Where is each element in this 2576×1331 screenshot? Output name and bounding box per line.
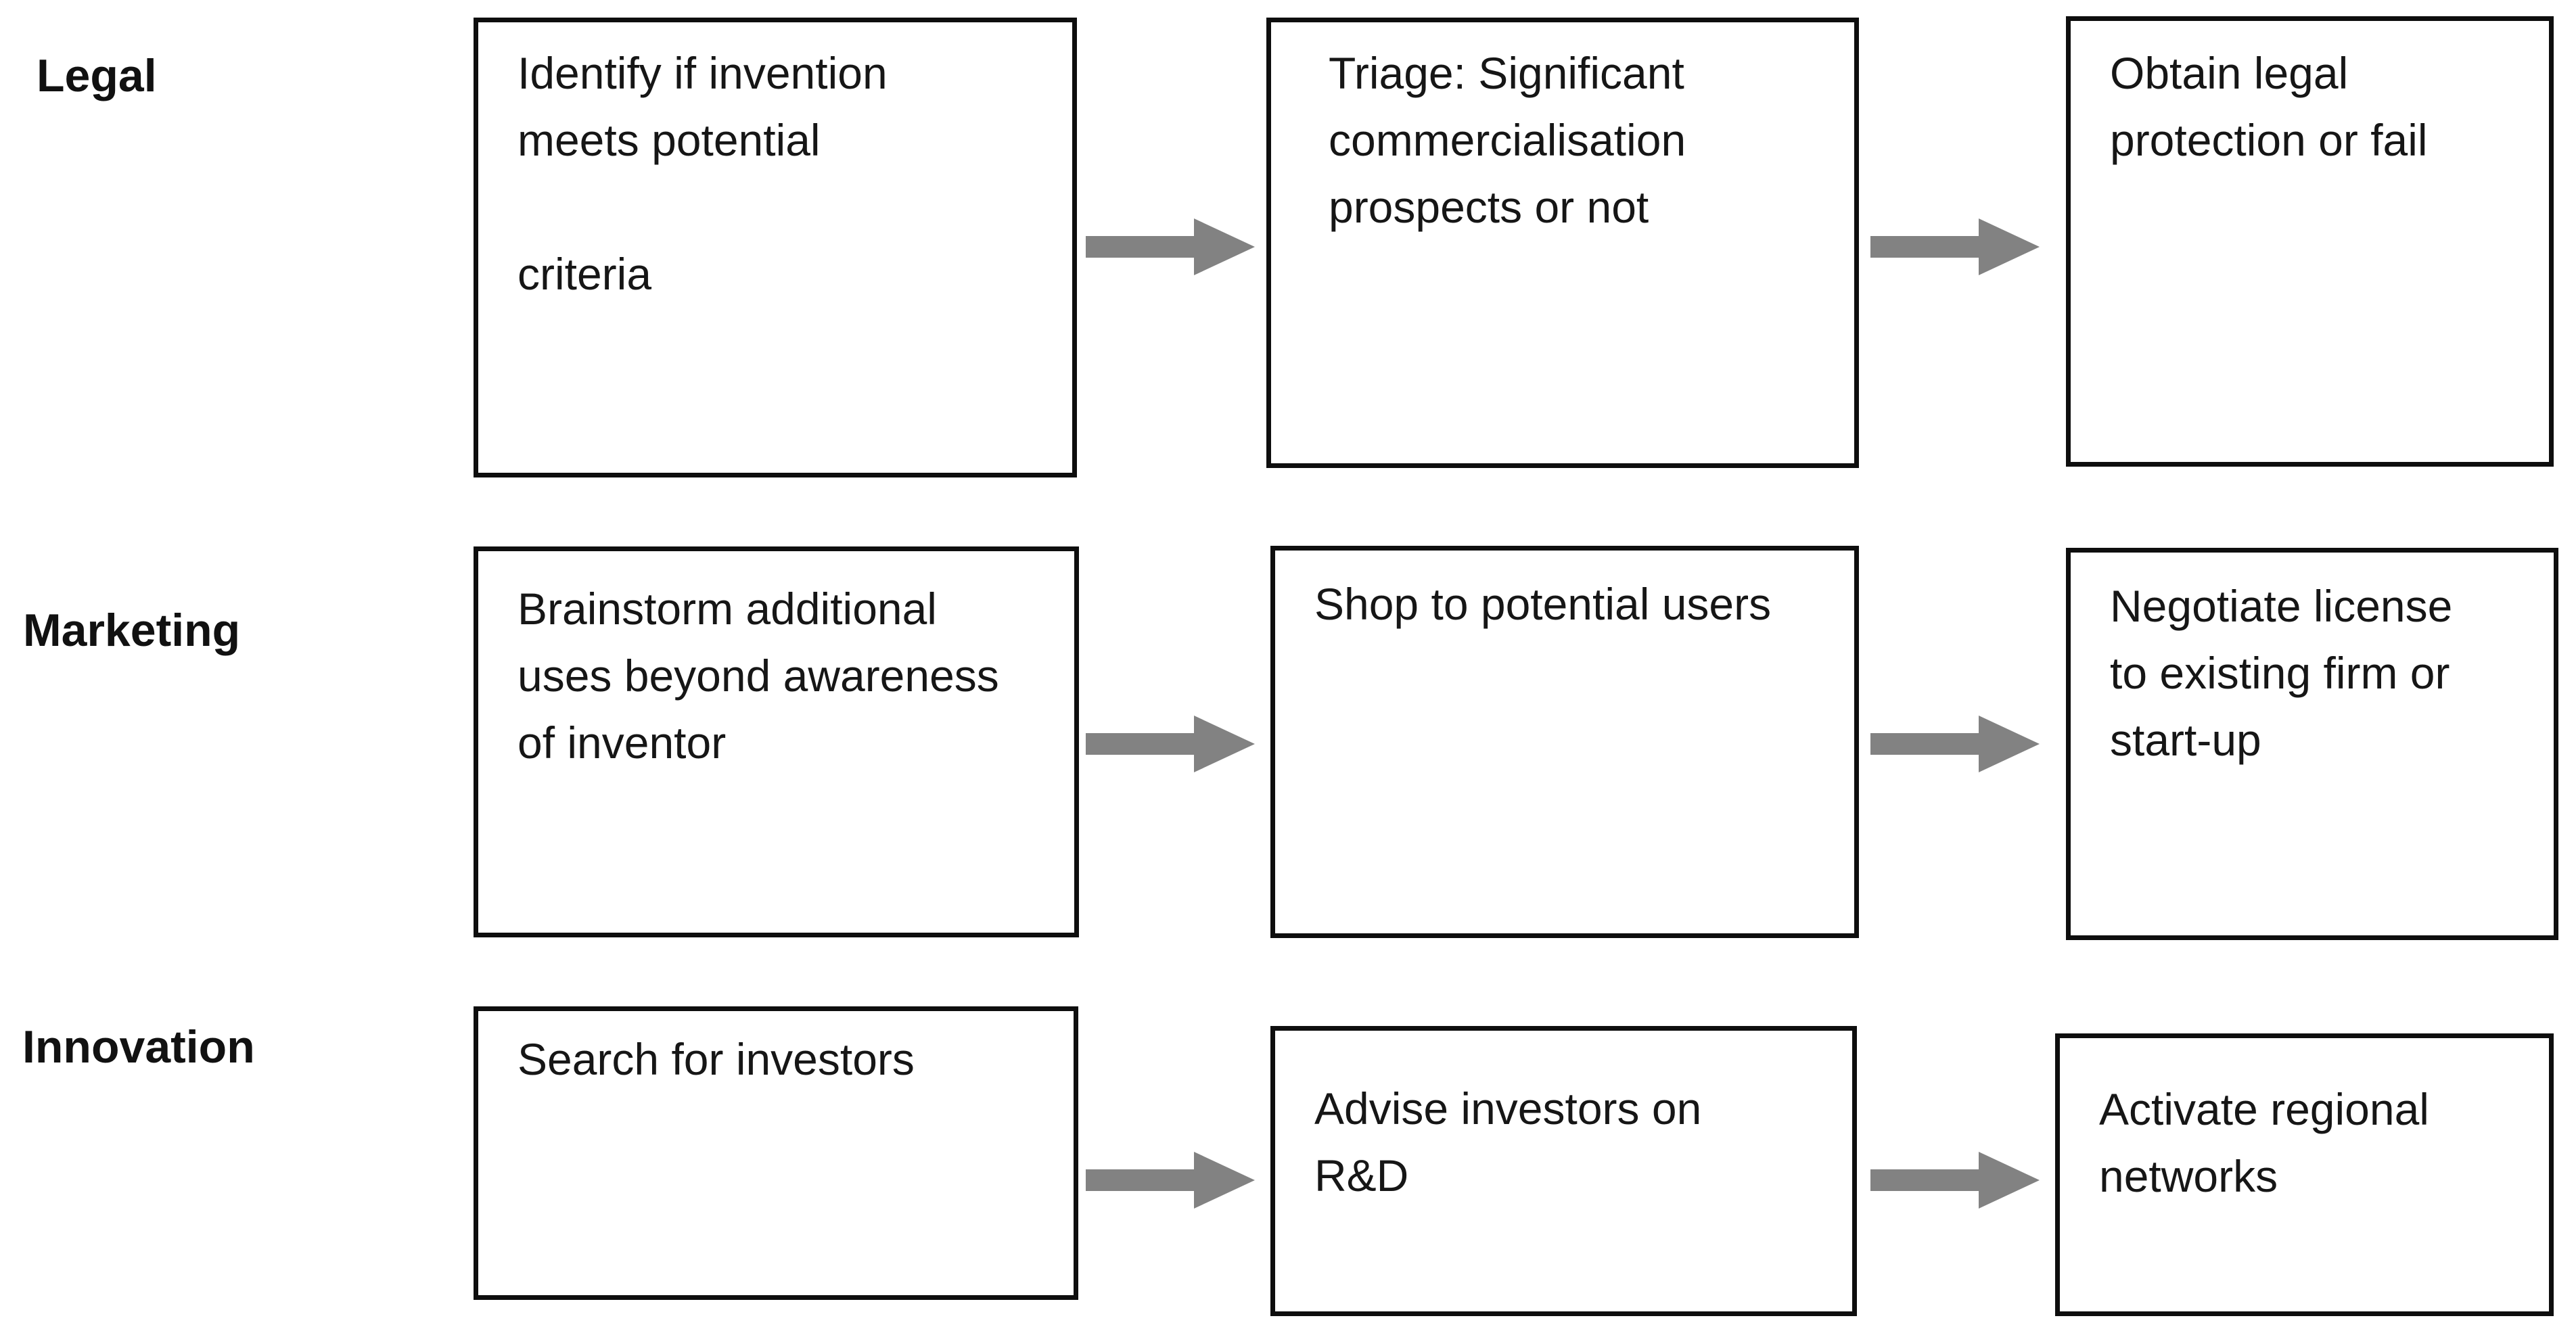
flow-box-innovation-step3: Activate regional networks [2055,1033,2554,1316]
right-arrow-icon [1086,716,1255,772]
flow-box-innovation-step2: Advise investors on R&D [1270,1026,1857,1316]
arrow-head [1194,1152,1255,1209]
row-label-legal: Legal [37,50,157,101]
arrow-shaft [1870,236,1984,258]
right-arrow-icon [1870,218,2040,275]
flow-box-legal-step2: Triage: Significant commercialisation pr… [1266,18,1859,468]
arrow-shaft [1870,1169,1984,1191]
arrow-head [1194,218,1255,275]
arrow-shaft [1086,236,1199,258]
flow-box-marketing-step2: Shop to potential users [1270,546,1859,938]
right-arrow-icon [1870,1152,2040,1209]
arrow-head [1979,218,2040,275]
row-label-marketing: Marketing [23,605,241,656]
arrow-shaft [1870,733,1984,755]
arrow-head [1979,1152,2040,1209]
right-arrow-icon [1086,1152,1255,1209]
right-arrow-icon [1086,218,1255,275]
arrow-shaft [1086,733,1199,755]
right-arrow-icon [1870,716,2040,772]
row-label-innovation: Innovation [22,1021,255,1073]
flow-box-innovation-step1: Search for investors [474,1006,1078,1300]
flow-box-legal-step1: Identify if invention meets potential cr… [474,18,1077,477]
flow-box-legal-step3: Obtain legal protection or fail [2066,16,2554,467]
arrow-head [1979,716,2040,772]
arrow-head [1194,716,1255,772]
flow-box-marketing-step1: Brainstorm additional uses beyond awaren… [474,546,1079,937]
flow-box-marketing-step3: Negotiate license to existing firm or st… [2066,548,2558,940]
arrow-shaft [1086,1169,1199,1191]
